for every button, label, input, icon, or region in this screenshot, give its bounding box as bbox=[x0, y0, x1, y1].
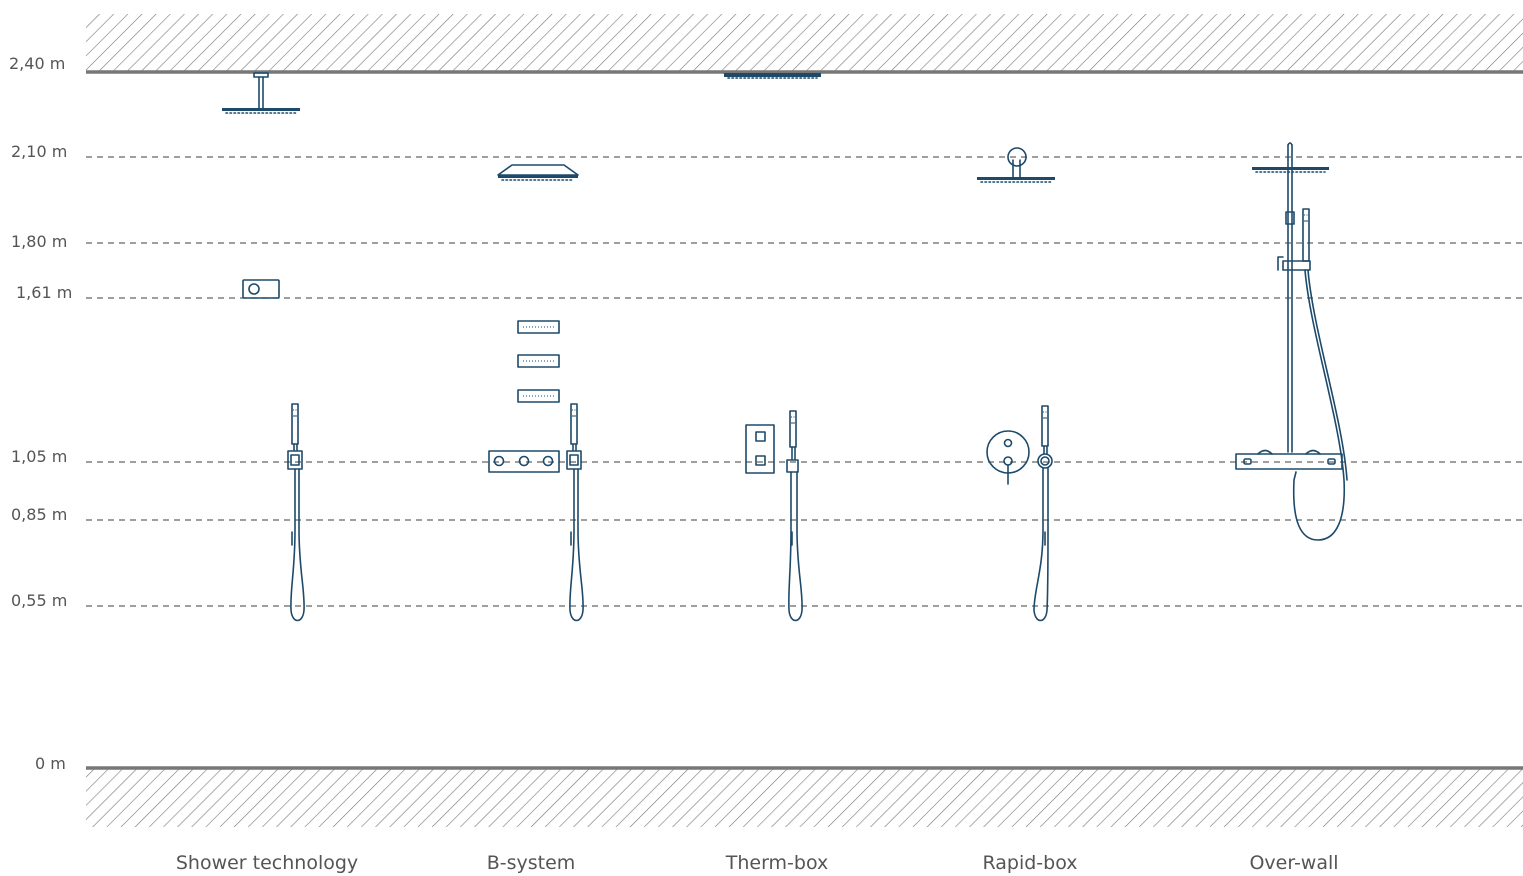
wall-arm-shower-icon bbox=[977, 147, 1055, 183]
ceiling-arm-shower-icon bbox=[222, 72, 300, 114]
rapid-box-fixtures bbox=[977, 147, 1055, 622]
rain-shower-head-icon bbox=[497, 164, 579, 181]
control-panel-icon bbox=[242, 279, 280, 299]
height-label-1-80: 1,80 m bbox=[11, 232, 67, 251]
over-wall-fixtures bbox=[1235, 142, 1348, 541]
height-label-0-55: 0,55 m bbox=[11, 591, 67, 610]
height-label-0-85: 0,85 m bbox=[11, 505, 67, 524]
height-label-1-05: 1,05 m bbox=[11, 447, 67, 466]
shower-column-icon bbox=[1235, 142, 1348, 541]
hand-shower-icon bbox=[786, 410, 803, 622]
height-label-2-40: 2,40 m bbox=[9, 54, 65, 73]
thermostatic-valve-icon bbox=[745, 424, 775, 474]
body-jet-icon bbox=[517, 354, 560, 368]
b-system-fixtures bbox=[488, 164, 584, 622]
column-label-rapid-box: Rapid-box bbox=[982, 852, 1077, 874]
height-label-0: 0 m bbox=[35, 754, 66, 773]
therm-box-fixtures bbox=[724, 73, 821, 622]
hand-shower-icon bbox=[287, 403, 305, 622]
mixer-valve-icon bbox=[986, 430, 1030, 485]
body-jet-icon bbox=[517, 320, 560, 334]
column-label-b-system: B-system bbox=[487, 852, 576, 874]
body-jet-icon bbox=[517, 389, 560, 403]
height-label-2-10: 2,10 m bbox=[11, 142, 67, 161]
three-control-valve-icon bbox=[488, 450, 560, 473]
floor-hatch bbox=[86, 769, 1523, 827]
hand-shower-icon bbox=[1033, 405, 1053, 622]
ceiling-hatch bbox=[86, 14, 1523, 72]
column-label-therm-box: Therm-box bbox=[725, 852, 829, 874]
height-label-1-61: 1,61 m bbox=[16, 283, 72, 302]
hand-shower-icon bbox=[566, 403, 584, 622]
column-label-shower-technology: Shower technology bbox=[176, 852, 358, 874]
column-label-over-wall: Over-wall bbox=[1249, 852, 1338, 874]
flush-ceiling-shower-icon bbox=[724, 73, 821, 79]
shower-technology-fixtures bbox=[222, 72, 305, 622]
